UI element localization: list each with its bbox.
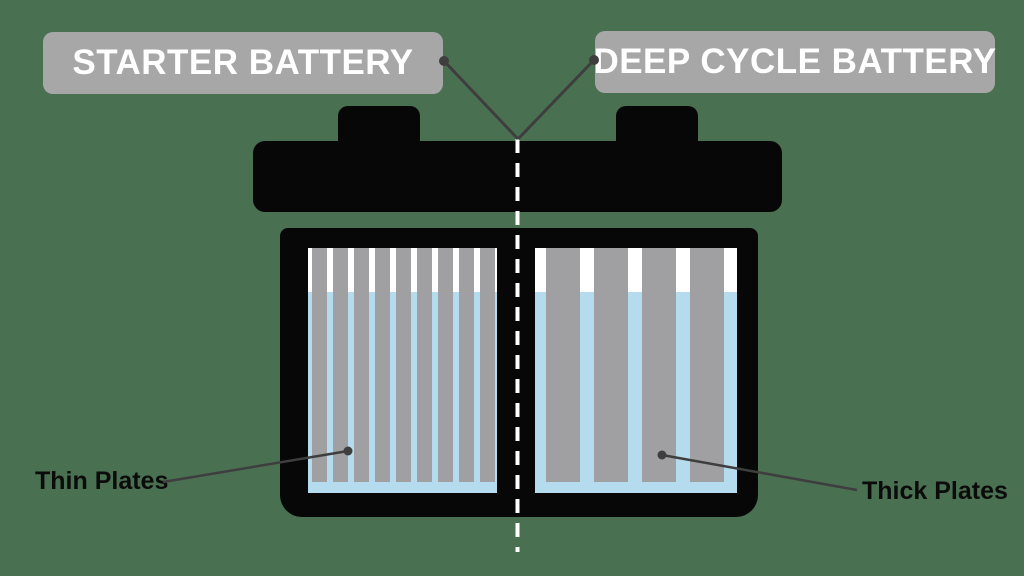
battery-plate [690, 248, 724, 482]
thin-plates-caption: Thin Plates [35, 467, 169, 495]
starter-battery-label-box: STARTER BATTERY [43, 32, 443, 94]
battery-plate [642, 248, 676, 482]
starter-battery-label: STARTER BATTERY [72, 43, 414, 82]
battery-plate [480, 248, 495, 482]
battery-plate [438, 248, 453, 482]
deep-cycle-connector-line [516, 58, 596, 141]
starter-connector-line [442, 59, 520, 141]
deep-cycle-battery-label: DEEP CYCLE BATTERY [593, 42, 997, 81]
starter-compartment [308, 248, 497, 493]
battery-plate [417, 248, 432, 482]
battery-plate [594, 248, 628, 482]
battery-plate [312, 248, 327, 482]
deep-cycle-battery-label-box: DEEP CYCLE BATTERY [593, 31, 997, 93]
thin-plates-group [312, 248, 495, 482]
battery-plate [333, 248, 348, 482]
battery-plate [354, 248, 369, 482]
battery-plate [546, 248, 580, 482]
deep-cycle-compartment [535, 248, 737, 493]
battery-case [280, 228, 758, 517]
battery-plate [459, 248, 474, 482]
battery-lid [253, 141, 782, 212]
battery-plate [375, 248, 390, 482]
battery-plate [396, 248, 411, 482]
thick-plates-caption: Thick Plates [862, 477, 1008, 505]
thick-plates-group [546, 248, 724, 482]
